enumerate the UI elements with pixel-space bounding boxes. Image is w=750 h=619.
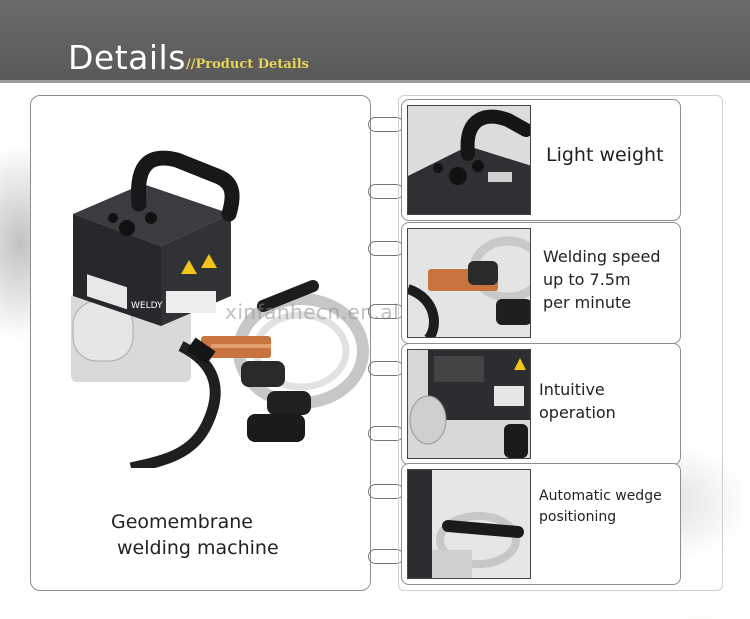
welding-machine-photo: WELDY bbox=[71, 150, 369, 468]
feature-line: per minute bbox=[543, 293, 632, 312]
feature-text-intuitive-operation: Intuitive operation bbox=[539, 378, 616, 424]
feature-text-light-weight: Light weight bbox=[546, 144, 664, 166]
feature-photo-control-panel bbox=[407, 349, 531, 459]
feature-line: Light weight bbox=[546, 144, 664, 166]
main-caption-line-2: welding machine bbox=[117, 537, 279, 559]
brand-label: WELDY bbox=[131, 301, 163, 311]
feature-text-welding-speed: Welding speed up to 7.5m per minute bbox=[543, 245, 661, 314]
feature-column-frame bbox=[398, 95, 723, 591]
feature-line: positioning bbox=[539, 509, 617, 525]
page-subtitle: //Product Details bbox=[186, 57, 309, 72]
feature-line: Welding speed bbox=[543, 247, 661, 266]
feature-card-welding-speed: Welding speed up to 7.5m per minute bbox=[401, 222, 681, 344]
feature-photo-lever bbox=[407, 469, 531, 579]
feature-line: operation bbox=[539, 403, 616, 422]
header-bar bbox=[0, 0, 750, 80]
feature-card-intuitive-operation: Intuitive operation bbox=[401, 343, 681, 465]
header-rule bbox=[0, 80, 750, 83]
feature-line: Intuitive bbox=[539, 380, 605, 399]
main-caption-line-1: Geomembrane bbox=[111, 511, 253, 533]
feature-text-automatic-wedge: Automatic wedge positioning bbox=[539, 486, 662, 528]
page-title: Details bbox=[68, 38, 186, 77]
feature-line: up to 7.5m bbox=[543, 270, 631, 289]
feature-photo-wedge bbox=[407, 228, 531, 338]
feature-line: Automatic wedge bbox=[539, 488, 662, 504]
main-product-card: WELDY Geomembrane welding machine bbox=[30, 95, 371, 591]
feature-card-automatic-wedge: Automatic wedge positioning bbox=[401, 463, 681, 585]
feature-card-light-weight: Light weight bbox=[401, 99, 681, 221]
feature-photo-handle bbox=[407, 105, 531, 215]
main-caption: Geomembrane welding machine bbox=[111, 509, 351, 561]
